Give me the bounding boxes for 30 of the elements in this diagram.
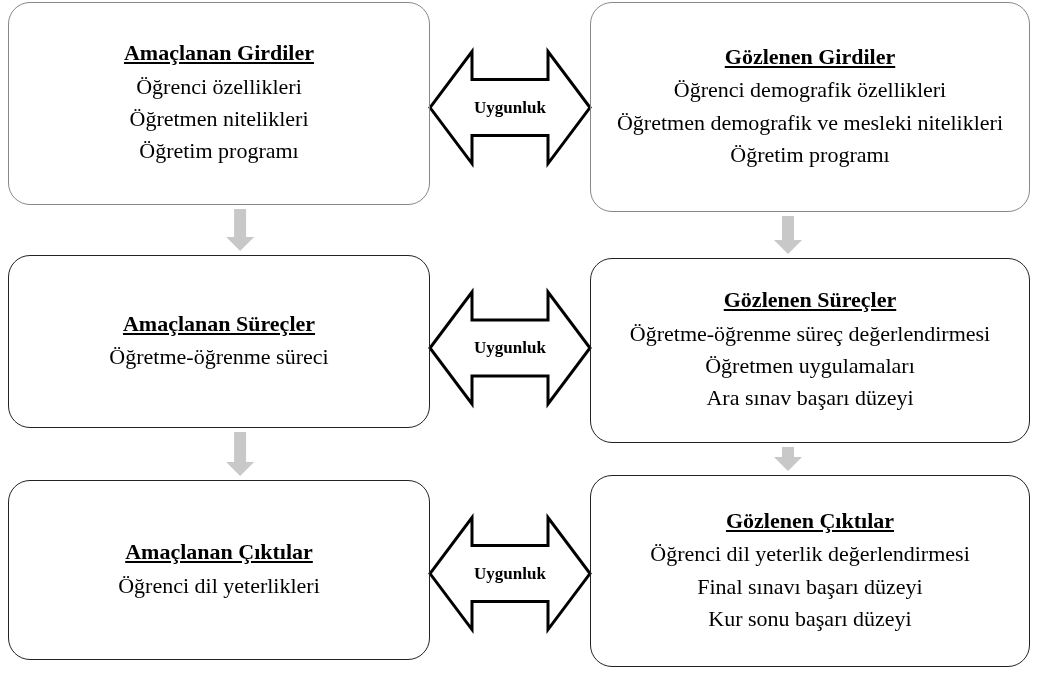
block-arrow: [226, 432, 255, 476]
box-heading: Gözlenen Çıktılar: [725, 506, 894, 535]
box-heading: Gözlenen Süreçler: [723, 286, 897, 314]
box-text: Kur sonu başarı düzeyi: [708, 605, 912, 633]
rounded-box: [8, 2, 430, 205]
rounded-box: [590, 258, 1030, 443]
block-arrow: [226, 209, 255, 251]
box-heading: Gözlenen Girdiler: [724, 42, 896, 71]
box-heading: Amaçlanan Çıktılar: [125, 538, 313, 566]
box-text: Final sınavı başarı düzeyi: [697, 573, 923, 600]
box-text: Öğretme-öğrenme süreç değerlendirmesi: [629, 320, 991, 348]
rounded-box: [8, 480, 430, 660]
box-text: Öğretmen demografik ve mesleki nitelikleri: [616, 109, 1004, 136]
rounded-box: [8, 255, 430, 428]
box-text: Öğrenci özellikleri: [136, 73, 302, 101]
box-text: Öğretim programı: [730, 141, 890, 169]
box-text: Öğretmen nitelikleri: [129, 106, 309, 133]
block-arrow: [774, 447, 802, 471]
rounded-box: [590, 2, 1030, 212]
box-text: Öğrenci dil yeterlik değerlendirmesi: [650, 541, 970, 568]
box-text: Öğrenci dil yeterlikleri: [118, 572, 320, 599]
block-arrow: [774, 216, 802, 254]
box-text: Öğrenci demografik özellikleri: [673, 77, 947, 104]
box-text: Öğretmen uygulamaları: [705, 353, 915, 380]
box-text: Öğretim programı: [139, 138, 299, 165]
box-heading: Amaçlanan Süreçler: [122, 309, 316, 338]
box-heading: Amaçlanan Girdiler: [123, 39, 314, 67]
rounded-box: [590, 475, 1030, 667]
box-text: Öğretme-öğrenme süreci: [109, 344, 329, 371]
box-text: Ara sınav başarı düzeyi: [706, 385, 914, 412]
